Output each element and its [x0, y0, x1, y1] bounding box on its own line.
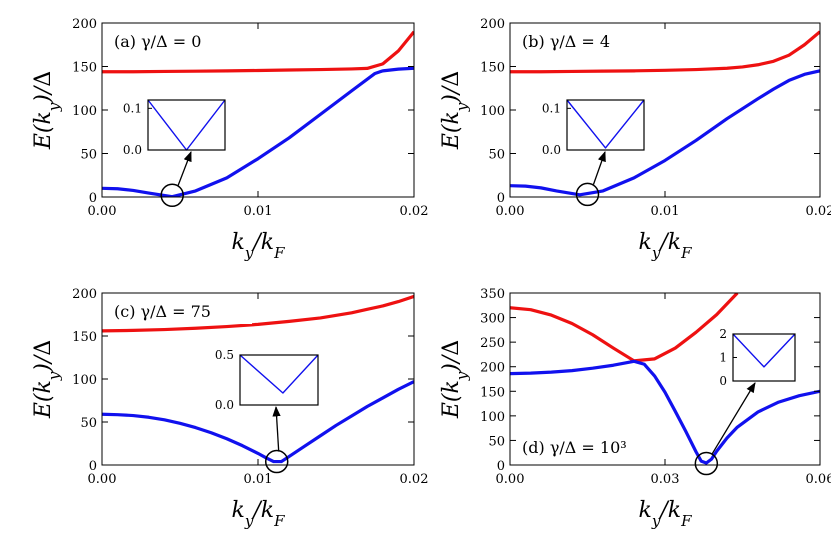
y-tick-label: 0: [89, 191, 97, 206]
inset-frame: [239, 354, 319, 406]
x-tick-label: 0.02: [400, 204, 429, 219]
inset-y-tick-label: 1: [719, 351, 727, 365]
y-axis-label: E(ky)/Δ: [439, 340, 471, 419]
x-axis-label: ky/kF: [639, 498, 693, 530]
series-line-red: [510, 293, 739, 363]
inset-series-line: [732, 333, 796, 368]
y-axis-label: E(ky)/Δ: [31, 340, 63, 419]
panel-label: (a) γ/Δ = 0: [114, 32, 201, 51]
series-line-blue: [510, 69, 820, 197]
y-tick-label: 0: [89, 459, 97, 474]
y-tick-label: 200: [480, 17, 505, 32]
panel-3: 0.00 0.01 0.02 0 50 100 150 200 ky/kF E(ky)/Δ (c) …: [31, 287, 428, 530]
inset: 0.0 0.1: [542, 99, 645, 157]
y-tick-label: 150: [480, 61, 505, 76]
inset-pointer-arrow: [272, 405, 281, 452]
y-tick-label: 200: [72, 17, 97, 32]
inset-y-tick-label: 0.5: [215, 348, 234, 362]
panel-label: (c) γ/Δ = 75: [114, 302, 211, 321]
x-tick-label: 0.02: [806, 204, 831, 219]
panel-4: 0.00 0.03 0.06 0 50 100 150 200 250 300 350 ky/kF E(…: [439, 287, 831, 530]
inset-y-tick-label: 0: [719, 374, 727, 388]
inset-y-tick-label: 0.0: [542, 143, 561, 157]
y-tick-label: 100: [72, 373, 97, 388]
y-tick-label: 150: [72, 330, 97, 345]
panel-label-box: [110, 29, 240, 54]
panel-2: 0.00 0.01 0.02 0 50 100 150 200 ky/kF E(ky)/Δ (b) …: [439, 17, 831, 262]
inset-pointer-arrow: [592, 151, 606, 185]
inset-y-tick-label: 2: [719, 327, 727, 341]
y-tick-label: 0: [497, 459, 505, 474]
panel-label: (d) γ/Δ = 10³: [522, 438, 627, 457]
y-tick-label: 200: [480, 361, 505, 376]
x-tick-label: 0.01: [244, 204, 273, 219]
y-tick-label: 100: [72, 104, 97, 119]
panel-1: 0.00 0.01 0.02 0 50 100 150 200 ky/kF E(ky)/Δ (a) …: [31, 17, 428, 262]
series-line-red: [510, 30, 820, 74]
series-line-blue: [102, 66, 414, 197]
x-tick-label: 0.00: [496, 204, 525, 219]
x-tick-label: 0.00: [88, 472, 117, 487]
minimum-highlight-circle: [694, 451, 719, 476]
x-axis-label: ky/kF: [232, 498, 286, 530]
inset-series-line: [566, 99, 645, 149]
panel-label-box: [518, 29, 648, 54]
panel-label: (b) γ/Δ = 4: [522, 32, 610, 51]
y-tick-label: 300: [480, 312, 505, 327]
inset-pointer-arrow: [177, 151, 192, 186]
panel-label-box: [518, 435, 652, 460]
x-tick-label: 0.00: [496, 472, 525, 487]
inset-series-line: [239, 354, 319, 394]
y-axis-label: E(ky)/Δ: [31, 71, 63, 150]
y-tick-label: 250: [480, 336, 505, 351]
y-tick-label: 50: [488, 434, 505, 449]
x-tick-label: 0.01: [651, 204, 680, 219]
inset-y-tick-label: 0.1: [123, 101, 142, 115]
y-tick-label: 200: [72, 287, 97, 302]
inset-frame: [147, 99, 226, 151]
inset-y-tick-label: 0.1: [542, 101, 561, 115]
panel-label-box: [110, 299, 252, 324]
x-tick-label: 0.01: [244, 472, 273, 487]
x-tick-label: 0.00: [88, 204, 117, 219]
inset-pointer-arrow: [711, 382, 756, 454]
series-line-blue: [510, 359, 820, 465]
inset: 0.0 0.5: [215, 348, 319, 412]
y-tick-label: 50: [80, 148, 97, 163]
inset: 0.0 0.1: [123, 99, 226, 157]
series-line-red: [102, 30, 414, 74]
minimum-highlight-circle: [575, 182, 600, 207]
y-axis-label: E(ky)/Δ: [439, 71, 471, 150]
series-line-red: [102, 294, 414, 333]
y-tick-label: 0: [497, 191, 505, 206]
y-tick-label: 100: [480, 104, 505, 119]
y-tick-label: 50: [80, 416, 97, 431]
inset-y-tick-label: 0.0: [123, 143, 142, 157]
y-tick-label: 50: [488, 148, 505, 163]
x-tick-label: 0.06: [806, 472, 831, 487]
inset: 0 1 2: [719, 327, 796, 388]
inset-frame: [566, 99, 645, 151]
minimum-highlight-circle: [160, 183, 184, 208]
y-tick-label: 150: [480, 385, 505, 400]
x-axis-label: ky/kF: [232, 230, 286, 262]
x-tick-label: 0.02: [400, 472, 429, 487]
minimum-highlight-circle: [264, 449, 289, 474]
x-axis-label: ky/kF: [639, 230, 693, 262]
y-tick-label: 350: [480, 287, 505, 302]
x-tick-label: 0.03: [651, 472, 680, 487]
inset-y-tick-label: 0.0: [215, 398, 234, 412]
y-tick-label: 150: [72, 61, 97, 76]
y-tick-label: 100: [480, 410, 505, 425]
